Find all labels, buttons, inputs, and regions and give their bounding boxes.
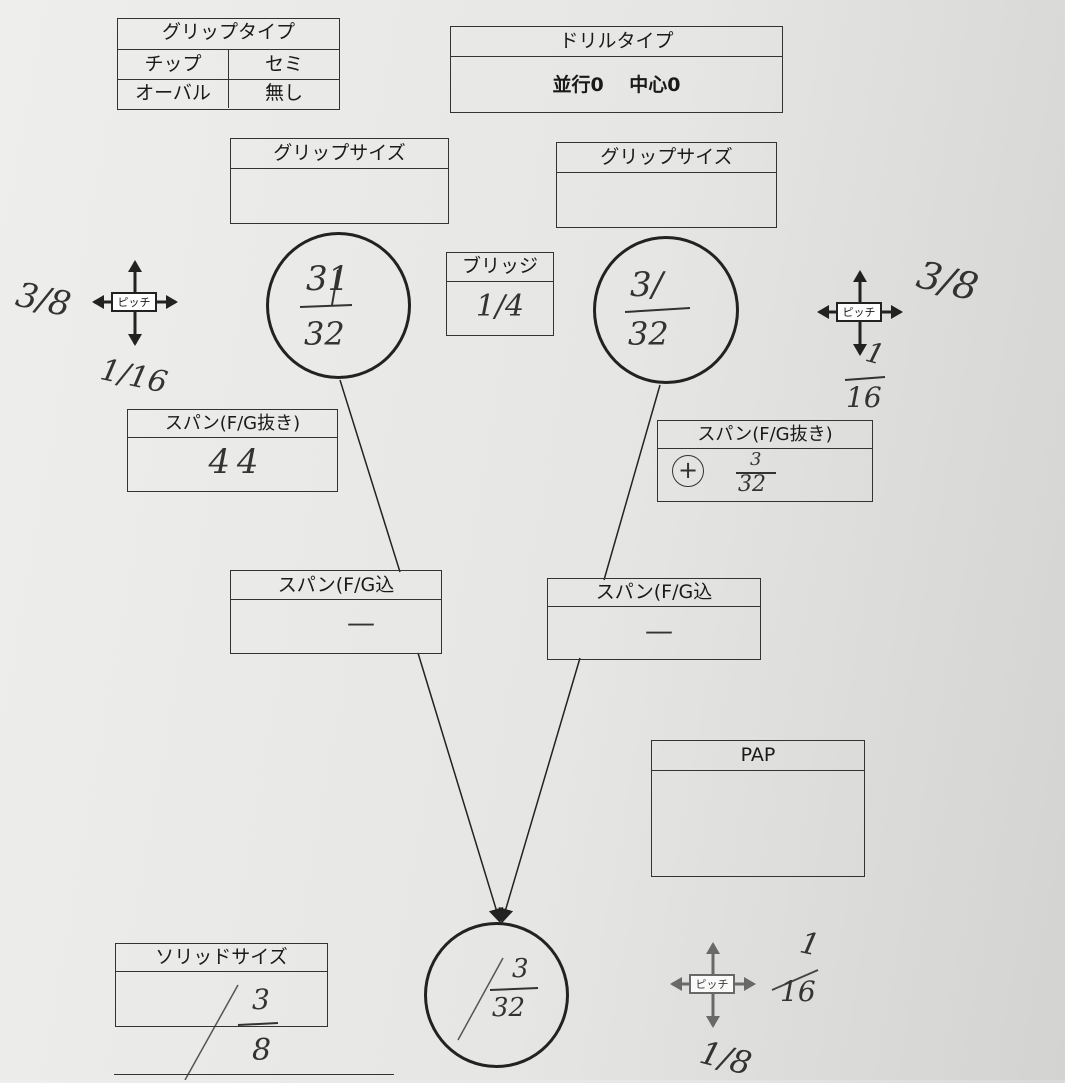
right-pitch-bottom-den: 16 xyxy=(846,381,882,414)
right-span-fg-komi-title: スパン(F/G込 xyxy=(548,579,760,607)
next-box-edge xyxy=(114,1074,394,1080)
thumb-pitch-icon: ピッチ xyxy=(668,940,758,1030)
pap-title: PAP xyxy=(652,741,864,771)
solid-size-title: ソリッドサイズ xyxy=(116,944,327,972)
left-circle-num: 31 xyxy=(306,259,350,299)
thumb-pitch-side-den: 16 xyxy=(780,975,816,1008)
right-grip-size-box: グリップサイズ xyxy=(556,142,777,228)
oval-label: オーバル xyxy=(118,80,229,108)
drill-type-value: 並行0 中心0 xyxy=(552,74,681,96)
right-span-fg-komi-value: — xyxy=(645,614,673,647)
solid-size-box: ソリッドサイズ xyxy=(115,943,328,1027)
right-finger-circle xyxy=(593,236,739,384)
left-finger-circle xyxy=(266,232,411,379)
right-span-fg-nuki-box: スパン(F/G抜き) + 3 32 xyxy=(657,420,873,502)
left-line-upper xyxy=(339,379,401,573)
left-line-lower xyxy=(417,652,504,924)
grip-type-title: グリップタイプ xyxy=(118,19,339,50)
left-pitch-label: ピッチ xyxy=(111,292,157,312)
left-span-fg-nuki-value: 4 4 xyxy=(208,442,258,482)
left-span-fg-komi-title: スパン(F/G込 xyxy=(231,571,441,600)
left-grip-size-box: グリップサイズ xyxy=(230,138,449,224)
solid-size-slash xyxy=(184,984,239,1080)
left-span-fg-nuki-title: スパン(F/G抜き) xyxy=(128,410,337,438)
left-span-fg-komi-box: スパン(F/G込 — xyxy=(230,570,442,654)
drill-type-box: ドリルタイプ 並行0 中心0 xyxy=(450,26,783,113)
right-span-fg-nuki-den: 32 xyxy=(738,472,766,497)
drill-type-title: ドリルタイプ xyxy=(451,27,782,57)
tip-value: セミ xyxy=(264,53,303,75)
bridge-title: ブリッジ xyxy=(447,253,553,282)
right-circle-den: 32 xyxy=(628,315,669,353)
right-span-fg-nuki-num: 3 xyxy=(750,449,762,470)
left-span-fg-nuki-box: スパン(F/G抜き) 4 4 xyxy=(127,409,338,492)
left-grip-size-title: グリップサイズ xyxy=(231,139,448,169)
left-pitch-icon: ピッチ xyxy=(90,258,180,348)
right-span-fg-komi-box: スパン(F/G込 — xyxy=(547,578,761,660)
bridge-box: ブリッジ 1/4 xyxy=(446,252,554,336)
solid-size-den: 8 xyxy=(252,1033,272,1068)
right-line-lower xyxy=(498,657,581,924)
tip-label: チップ xyxy=(118,50,229,79)
right-line-upper xyxy=(603,384,661,581)
right-pitch-icon: ピッチ xyxy=(815,268,905,358)
thumb-circle-num: 3 xyxy=(512,954,529,984)
right-span-fg-nuki-title: スパン(F/G抜き) xyxy=(658,421,872,449)
solid-size-num: 3 xyxy=(252,983,270,1016)
thumb-pitch-label: ピッチ xyxy=(689,974,735,994)
thumb-circle-den: 32 xyxy=(492,993,526,1023)
right-grip-size-title: グリップサイズ xyxy=(557,143,776,173)
left-circle-den: 32 xyxy=(304,315,345,353)
grip-type-box: グリップタイプ チップ セミ オーバル 無し xyxy=(117,18,340,110)
right-span-fg-nuki-bar xyxy=(736,472,776,474)
right-span-fg-nuki-sign: + xyxy=(672,455,704,487)
right-span-fg-nuki-sign-text: + xyxy=(677,456,699,484)
left-span-fg-komi-value: — xyxy=(347,606,375,639)
thumb-circle xyxy=(424,922,569,1068)
right-pitch-label: ピッチ xyxy=(836,302,882,322)
bridge-value: 1/4 xyxy=(475,289,525,324)
right-circle-num: 3/ xyxy=(630,265,664,305)
pap-box: PAP xyxy=(651,740,865,877)
oval-value: 無し xyxy=(264,82,303,104)
